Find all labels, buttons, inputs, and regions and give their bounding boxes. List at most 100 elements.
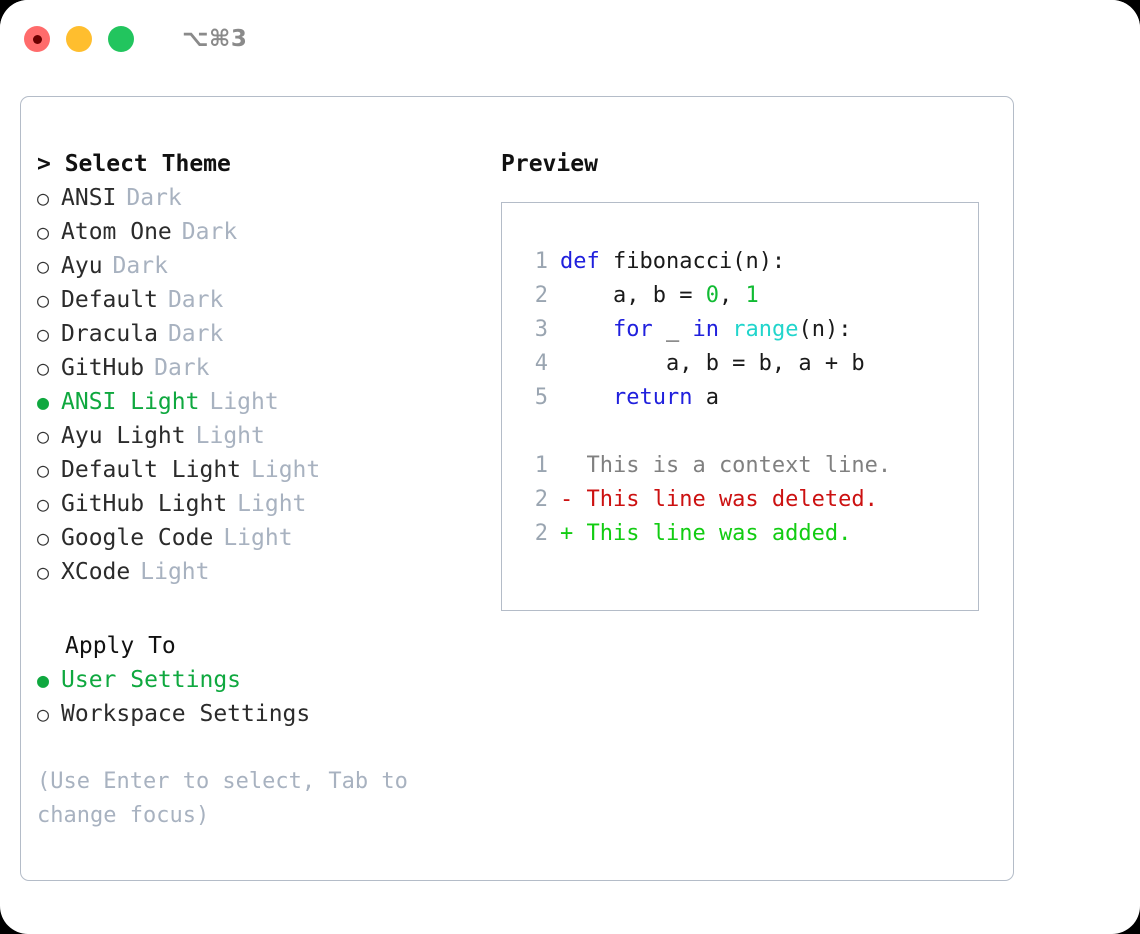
theme-option-label: Dracula (61, 321, 158, 347)
theme-option-category: Dark (167, 287, 224, 313)
theme-option-label: GitHub (61, 355, 145, 381)
code-token-plain: fibonacci(n): (599, 249, 786, 274)
code-token-plain: , (718, 283, 746, 308)
traffic-lights (24, 26, 134, 52)
minimize-window-button[interactable] (66, 26, 92, 52)
theme-option-category: Dark (126, 185, 182, 211)
theme-option-github[interactable]: ○ GitHub Dark (37, 351, 497, 385)
code-line-number: 2 (534, 283, 548, 308)
code-token-plain (719, 317, 732, 342)
code-token-kw: def (560, 249, 600, 274)
title-bar: ⌥⌘3 (0, 0, 1140, 78)
code-token-kw: for (612, 317, 653, 342)
code-token-kw: in (692, 317, 719, 342)
radio-unselected-icon: ○ (37, 560, 50, 584)
theme-option-label: Ayu (61, 253, 103, 279)
keyboard-shortcut-label: ⌥⌘3 (182, 26, 248, 52)
theme-option-label: Ayu Light (61, 423, 186, 449)
theme-option-ansi[interactable]: ○ ANSI Dark (37, 181, 497, 215)
code-line: 4 a, b = b, a + b (518, 347, 978, 381)
theme-option-label: ANSI (61, 185, 117, 211)
radio-unselected-icon: ○ (37, 424, 50, 448)
diff-line-text: This is a context line. (560, 453, 892, 478)
radio-unselected-icon: ○ (37, 458, 50, 482)
theme-option-category: Light (195, 423, 265, 449)
theme-option-ansi-light[interactable]: ● ANSI Light Light (37, 385, 497, 419)
theme-option-label: Default Light (61, 457, 242, 483)
theme-option-label: Google Code (61, 525, 214, 551)
apply-to-list[interactable]: ● User Settings ○ Workspace Settings (37, 663, 497, 731)
theme-option-category: Dark (181, 219, 238, 245)
theme-option-atom-one[interactable]: ○ Atom One Dark (37, 215, 497, 249)
theme-option-category: Light (209, 389, 279, 415)
theme-option-default-light[interactable]: ○ Default Light Light (37, 453, 497, 487)
code-line-text: a, b = b, a + b (560, 347, 865, 381)
diff-line-ctx: 1 This is a context line. (518, 449, 978, 483)
theme-option-label: GitHub Light (61, 491, 228, 517)
theme-option-ayu-light[interactable]: ○ Ayu Light Light (37, 419, 497, 453)
preview-title: Preview (501, 151, 598, 177)
diff-line-number: 1 (534, 453, 548, 478)
theme-option-category: Light (140, 559, 210, 585)
theme-option-label: Atom One (61, 219, 172, 245)
theme-option-default[interactable]: ○ Default Dark (37, 283, 497, 317)
theme-option-label: Default (61, 287, 158, 313)
code-line-text: a, b = 0, 1 (560, 279, 759, 313)
radio-selected-icon: ● (37, 390, 50, 414)
radio-unselected-icon: ○ (37, 186, 50, 210)
close-window-button[interactable] (24, 26, 50, 52)
theme-option-category: Light (251, 457, 321, 483)
theme-option-category: Light (237, 491, 307, 517)
radio-unselected-icon: ○ (37, 322, 50, 346)
code-token-plain: (n): (798, 317, 852, 342)
code-token-plain: a, b = b, a + b (560, 351, 865, 376)
code-line-number: 5 (534, 385, 548, 410)
code-token-fn: range (732, 317, 799, 342)
code-line: 2 a, b = 0, 1 (518, 279, 978, 313)
theme-option-category: Dark (112, 253, 168, 279)
radio-unselected-icon: ○ (37, 356, 50, 380)
apply-to-option-label: User Settings (61, 667, 242, 693)
apply-to-option-user-settings[interactable]: ● User Settings (37, 663, 497, 697)
maximize-window-button[interactable] (108, 26, 134, 52)
radio-selected-icon: ● (37, 668, 50, 692)
code-line-text: return a (560, 381, 719, 415)
diff-sample: 1 This is a context line. 2 - This line wa… (518, 449, 978, 551)
theme-option-category: Dark (154, 355, 210, 381)
apply-to-heading: Apply To (65, 633, 176, 659)
close-icon (32, 34, 42, 44)
code-token-plain (560, 385, 613, 410)
keyboard-hint-text: (Use Enter to select, Tab to change focu… (37, 769, 422, 828)
radio-unselected-icon: ○ (37, 220, 50, 244)
diff-line-text: + This line was added. (560, 521, 852, 546)
apply-to-option-workspace-settings[interactable]: ○ Workspace Settings (37, 697, 497, 731)
radio-unselected-icon: ○ (37, 288, 50, 312)
code-token-plain: _ (652, 317, 693, 342)
theme-option-label: ANSI Light (61, 389, 200, 415)
page-title: > Select Theme (37, 151, 231, 177)
code-line: 5 return a (518, 381, 978, 415)
code-token-plain: a, b = (560, 283, 706, 308)
code-token-plain: a (692, 385, 719, 410)
diff-line-number: 2 (534, 487, 548, 512)
code-line: 3 for _ in range(n): (518, 313, 978, 347)
radio-unselected-icon: ○ (37, 526, 50, 550)
apply-to-option-label: Workspace Settings (61, 701, 311, 727)
code-token-num: 0 (705, 283, 719, 308)
diff-line-text: - This line was deleted. (560, 487, 878, 512)
radio-unselected-icon: ○ (37, 702, 50, 726)
code-line-number: 1 (534, 249, 548, 274)
code-token-plain (560, 317, 613, 342)
